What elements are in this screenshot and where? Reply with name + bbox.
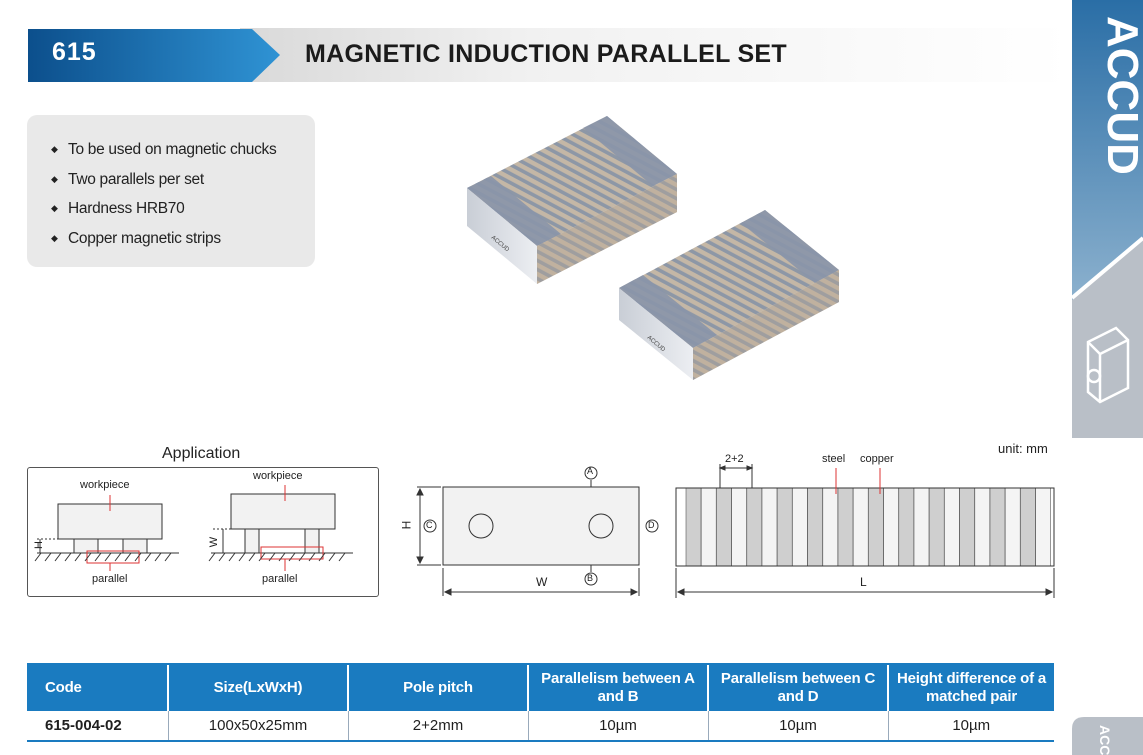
parallel-label-right: parallel — [262, 573, 298, 585]
product-photo: ACCUD ACCUD — [467, 116, 839, 380]
top-drawing — [675, 464, 1055, 598]
col-parallelism-cd: Parallelism between C and D — [708, 665, 889, 711]
feature-item: ◆Hardness HRB70 — [51, 194, 315, 224]
strip — [974, 487, 991, 567]
features-panel: ◆To be used on magnetic chucks ◆Two para… — [27, 115, 315, 267]
label-w: W — [536, 575, 548, 589]
label-h: H — [399, 520, 414, 530]
strip — [761, 487, 778, 567]
table-row: 615-004-02 100x50x25mm 2+2mm 10µm 10µm 1… — [27, 711, 1054, 742]
strip — [959, 487, 975, 567]
front-drawing — [416, 466, 659, 596]
strip — [731, 487, 747, 567]
cell-pole-pitch: 2+2mm — [348, 711, 529, 742]
feature-item: ◆Copper magnetic strips — [51, 224, 315, 254]
strip — [746, 487, 763, 567]
strip — [868, 487, 884, 567]
side-brand-text: ACCUD — [1098, 16, 1143, 175]
strip — [898, 487, 915, 567]
unit-label: unit: mm — [998, 441, 1048, 456]
strip — [700, 487, 717, 567]
header-bar — [28, 28, 1070, 82]
strip — [1035, 487, 1051, 567]
application-diagram — [34, 485, 353, 571]
spec-table: Code Size(LxWxH) Pole pitch Parallelism … — [27, 665, 1054, 742]
pitch-label: 2+2 — [725, 453, 744, 465]
label-d: D — [648, 520, 655, 530]
cell-parallelism-ab: 10µm — [528, 711, 709, 742]
table-top-rule — [27, 663, 1054, 666]
bullet-icon: ◆ — [51, 173, 58, 184]
cell-parallelism-cd: 10µm — [708, 711, 889, 742]
cell-size: 100x50x25mm — [168, 711, 349, 742]
strip — [807, 487, 823, 567]
dim-label-w-right: W — [208, 536, 221, 548]
parallel-block-2: ACCUD — [619, 210, 839, 380]
cell-code: 615-004-02 — [27, 711, 169, 742]
application-panel — [27, 467, 379, 597]
label-b: B — [587, 573, 594, 583]
strip — [883, 487, 899, 567]
bullet-icon: ◆ — [51, 203, 58, 214]
col-code: Code — [27, 665, 169, 711]
strip — [989, 487, 1006, 567]
table-header-row: Code Size(LxWxH) Pole pitch Parallelism … — [27, 665, 1054, 711]
strip — [776, 487, 793, 567]
strip — [852, 487, 869, 567]
strip — [944, 487, 960, 567]
strip — [1020, 487, 1036, 567]
steel-label: steel — [822, 453, 846, 465]
application-title: Application — [162, 445, 241, 462]
cell-height-difference: 10µm — [888, 711, 1054, 742]
col-height-difference: Height difference of a matched pair — [888, 665, 1054, 711]
strip — [716, 487, 732, 567]
strip — [792, 487, 808, 567]
feature-item: ◆To be used on magnetic chucks — [51, 135, 315, 165]
parallel-block-1: ACCUD — [467, 116, 677, 284]
strip — [822, 487, 839, 567]
feature-item: ◆Two parallels per set — [51, 165, 315, 195]
col-pole-pitch: Pole pitch — [348, 665, 529, 711]
side-tab-text: ACC — [1097, 725, 1113, 755]
product-code: 615 — [52, 38, 97, 66]
strip — [913, 487, 930, 567]
dim-label-h-left: H — [32, 541, 45, 549]
strip — [837, 487, 854, 567]
block-icon — [1086, 326, 1130, 404]
side-tab: ACC — [1072, 717, 1143, 755]
col-size: Size(LxWxH) — [168, 665, 349, 711]
strip-pattern — [685, 487, 1051, 567]
length-label: L — [860, 575, 867, 589]
workpiece-label-left: workpiece — [80, 479, 130, 491]
bullet-icon: ◆ — [51, 144, 58, 154]
strip — [685, 487, 702, 567]
workpiece-label-right: workpiece — [253, 470, 303, 482]
copper-label: copper — [860, 453, 894, 465]
label-c: C — [426, 520, 433, 530]
bullet-icon: ◆ — [51, 232, 58, 243]
strip — [928, 487, 945, 567]
side-brand-strip: ACCUD — [1072, 0, 1143, 438]
strip — [1004, 487, 1021, 567]
col-parallelism-ab: Parallelism between A and B — [528, 665, 709, 711]
parallel-label-left: parallel — [92, 573, 128, 585]
label-a: A — [587, 466, 594, 476]
page-title: MAGNETIC INDUCTION PARALLEL SET — [305, 40, 787, 68]
